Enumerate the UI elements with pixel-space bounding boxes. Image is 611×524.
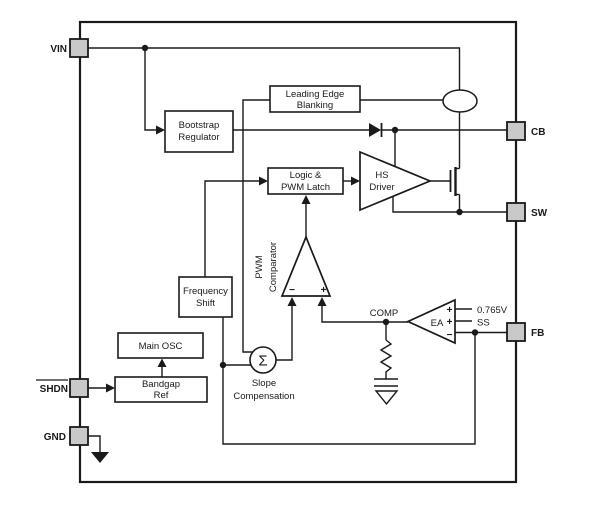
ea-plus-sign-ss: + [447,317,453,328]
block-frequency-shift: Frequency Shift [178,276,233,318]
cb-pin-label: CB [531,127,545,138]
block-label: Compensation [233,391,294,402]
block-label: PWM [254,255,265,278]
bootstrap-diode-icon [369,123,383,137]
pin-sw: SW [506,202,548,222]
block-logic-pwm-latch: Logic & PWM Latch [267,167,344,195]
block-label: Frequency [183,286,228,297]
comp-ground-icon [374,390,399,406]
block-label: Driver [369,182,394,193]
block-label: PWM Latch [281,182,330,193]
block-label: Bootstrap [179,120,220,131]
pin-fb: FB [506,322,544,342]
junction-dots [141,44,479,369]
wires [88,47,507,452]
block-main-osc: Main OSC [117,332,204,359]
gnd-pin-label: GND [44,432,66,443]
pin-gnd: GND [44,426,89,446]
block-leading-edge-blanking: Leading Edge Blanking [269,85,361,113]
ea-plus-sign-vref: + [447,305,453,316]
pin-shdn: SHDN [36,378,89,398]
vin-pin-label: VIN [50,44,67,55]
vin-pad [69,38,89,58]
sw-pad [506,202,526,222]
block-label: Bandgap [142,379,180,390]
comparator-plus-sign: + [321,285,327,296]
block-label: Leading Edge [286,89,345,100]
pwm-comparator-amp: − + PWM Comparator [254,234,332,297]
pin-cb: CB [506,121,545,141]
block-label: Logic & [290,170,322,181]
hs-mosfet-icon [449,167,460,196]
fb-pin-label: FB [531,328,544,339]
vref-net-label: 0.765V [477,305,508,316]
slope-compensation-summer: Σ Slope Compensation [233,346,295,402]
fb-pad [506,322,526,342]
block-label: Shift [196,298,215,309]
gnd-symbol-icon [91,452,109,463]
block-label: Comparator [268,242,279,292]
block-label: Main OSC [139,341,183,352]
sigma-icon: Σ [258,353,267,370]
shdn-pin-label: SHDN [40,384,68,395]
block-label: Slope [252,378,276,389]
gnd-pad [69,426,89,446]
comparator-minus-sign: − [289,285,295,296]
block-label: Regulator [178,132,219,143]
ea-minus-sign: − [447,330,453,341]
pin-vin: VIN [50,38,89,58]
block-bootstrap-regulator: Bootstrap Regulator [164,110,234,153]
comp-net-label: COMP [370,308,399,319]
block-label: EA [431,318,444,329]
sw-pin-label: SW [531,208,548,219]
ss-net-label: SS [477,318,490,329]
cb-pad [506,121,526,141]
ic-package-outline [78,20,518,484]
shdn-pad [69,378,89,398]
error-amplifier-amp: EA + + − [405,298,456,345]
arrowheads [106,125,360,393]
block-label: Ref [154,390,169,401]
block-bandgap-ref: Bandgap Ref [114,376,208,403]
current-sense-ellipse [442,89,478,113]
block-label: HS [375,170,388,181]
block-label: Blanking [297,100,333,111]
